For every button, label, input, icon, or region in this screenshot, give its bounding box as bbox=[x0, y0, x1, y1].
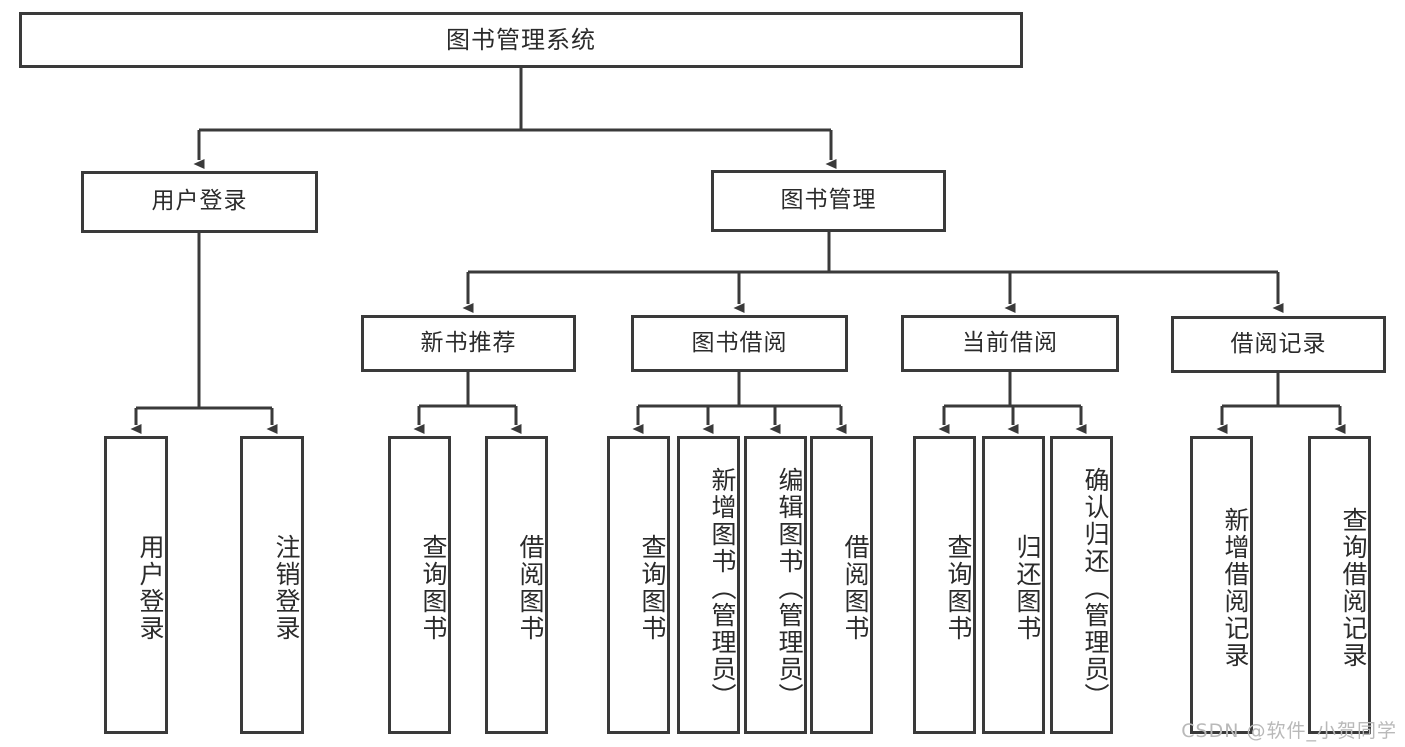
node-label: 借阅记录 bbox=[1230, 330, 1327, 357]
node-label: 图书借阅 bbox=[691, 329, 788, 356]
leaf-book-borrow-edit-book-admin[interactable]: 编辑图书（管理员） bbox=[744, 436, 807, 734]
node-label: 查询图书 bbox=[419, 534, 448, 642]
node-current-borrow[interactable]: 当前借阅 bbox=[901, 315, 1119, 372]
node-label: 图书管理 bbox=[780, 187, 877, 214]
node-book-borrow[interactable]: 图书借阅 bbox=[631, 315, 848, 372]
node-borrow-record[interactable]: 借阅记录 bbox=[1171, 316, 1386, 373]
leaf-borrow-record-add-record[interactable]: 新增借阅记录 bbox=[1190, 436, 1253, 734]
node-label: 确认归还（管理员） bbox=[1081, 466, 1110, 710]
node-label: 用户登录 bbox=[136, 534, 165, 642]
leaf-new-book-borrow-book[interactable]: 借阅图书 bbox=[485, 436, 548, 734]
leaf-current-borrow-confirm-return-admin[interactable]: 确认归还（管理员） bbox=[1050, 436, 1113, 734]
leaf-borrow-record-query-record[interactable]: 查询借阅记录 bbox=[1308, 436, 1371, 734]
leaf-new-book-query-book[interactable]: 查询图书 bbox=[388, 436, 451, 734]
leaf-current-borrow-query-book[interactable]: 查询图书 bbox=[913, 436, 976, 734]
leaf-user-login-login[interactable]: 用户登录 bbox=[104, 436, 168, 734]
node-label: 编辑图书（管理员） bbox=[775, 466, 804, 710]
node-label: 查询借阅记录 bbox=[1339, 507, 1368, 669]
node-label: 注销登录 bbox=[272, 534, 301, 642]
leaf-book-borrow-borrow-book[interactable]: 借阅图书 bbox=[810, 436, 873, 734]
node-label: 图书管理系统 bbox=[446, 25, 596, 54]
node-label: 查询图书 bbox=[944, 534, 973, 642]
node-label: 新增借阅记录 bbox=[1221, 507, 1250, 669]
leaf-book-borrow-query-book[interactable]: 查询图书 bbox=[607, 436, 670, 734]
leaf-user-login-logout[interactable]: 注销登录 bbox=[240, 436, 304, 734]
node-root-book-management-system[interactable]: 图书管理系统 bbox=[19, 12, 1023, 68]
node-new-book-recommend[interactable]: 新书推荐 bbox=[361, 315, 576, 372]
csdn-watermark: CSDN @软件_小贺同学 bbox=[1181, 720, 1397, 742]
node-label: 归还图书 bbox=[1013, 534, 1042, 642]
node-user-login[interactable]: 用户登录 bbox=[81, 171, 318, 233]
node-label: 用户登录 bbox=[151, 188, 248, 215]
node-label: 借阅图书 bbox=[516, 534, 545, 642]
node-label: 新书推荐 bbox=[420, 329, 517, 356]
node-label: 新增图书（管理员） bbox=[708, 466, 737, 710]
node-label: 借阅图书 bbox=[841, 534, 870, 642]
leaf-current-borrow-return-book[interactable]: 归还图书 bbox=[982, 436, 1045, 734]
leaf-book-borrow-add-book-admin[interactable]: 新增图书（管理员） bbox=[677, 436, 740, 734]
node-book-management[interactable]: 图书管理 bbox=[711, 170, 946, 232]
node-label: 当前借阅 bbox=[962, 329, 1058, 356]
node-label: 查询图书 bbox=[638, 534, 667, 642]
